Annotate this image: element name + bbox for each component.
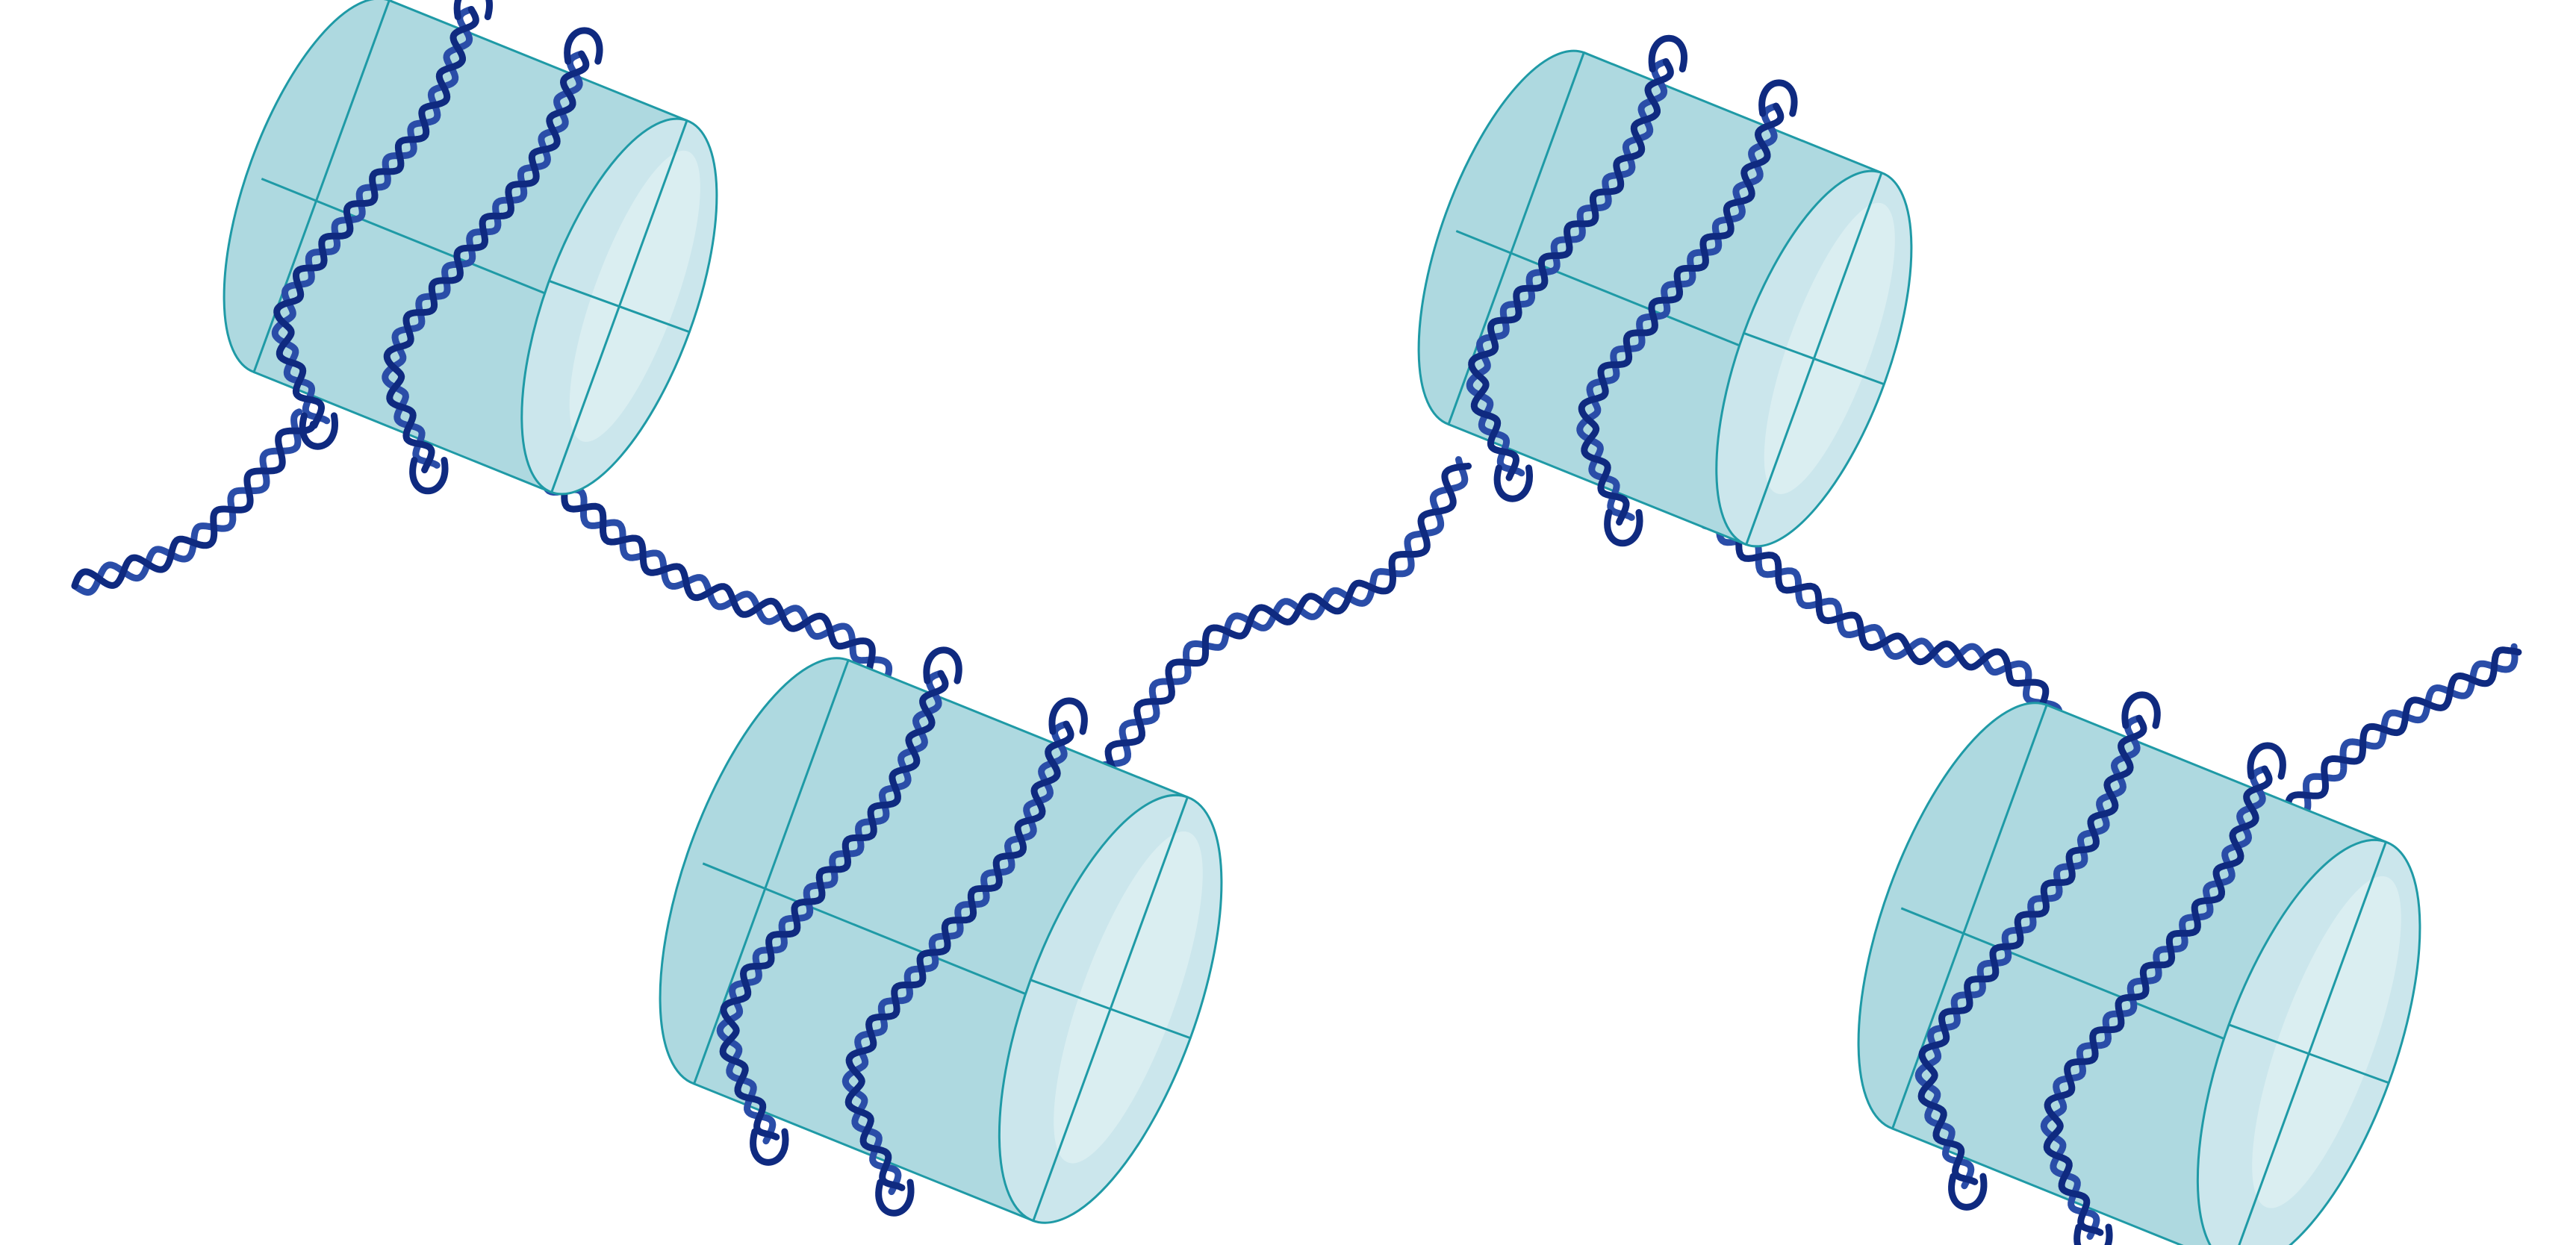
linker-dna-strand-2-wrap2b	[844, 720, 1074, 1191]
dna-top-loop	[1048, 697, 1088, 735]
linker-dna-strand-3-wrap1a	[1466, 58, 1670, 477]
linker-dna-strand-5b	[2250, 646, 2522, 855]
linker-dna-strand-2-wrap2a	[841, 720, 1070, 1196]
linker-dna-strand-1-wrap1b	[273, 6, 479, 429]
linker-dna-group	[71, 408, 2522, 855]
nucleosome-3	[1417, 34, 1913, 548]
linker-dna-strand-4-wrap2b	[2043, 765, 2273, 1236]
linker-dna-strand-1-wrap2b	[383, 50, 590, 474]
histone-face-highlight	[2252, 876, 2401, 1208]
histone-face-divider-horizontal	[1030, 979, 1191, 1040]
linker-dna-strand-4-wrap1a	[1914, 714, 2143, 1190]
linker-dna-strand-2-wrap1a	[716, 670, 945, 1145]
dna-bottom-loop	[1948, 1173, 1988, 1211]
linker-dna-strand-4-wrap2a	[2040, 765, 2268, 1241]
dna-top-loop	[2121, 691, 2161, 729]
dna-top-loop	[1648, 34, 1687, 73]
nucleosome-2	[659, 646, 1223, 1224]
histone-face-highlight	[1764, 202, 1895, 495]
linker-dna-strand-4-wrap1b	[1917, 714, 2147, 1185]
histone-division-line	[1900, 907, 2241, 1046]
linker-dna-strand-3-wrap1b	[1468, 58, 1674, 481]
dna-bottom-loop	[1604, 509, 1643, 547]
nucleosome-4	[1857, 691, 2421, 1245]
dna-top-loop	[2247, 742, 2286, 780]
nucleosome-1	[223, 0, 718, 496]
linker-dna-strand-3b	[1077, 462, 1472, 810]
linker-dna-strand-1b	[71, 420, 317, 590]
dna-top-loop	[453, 0, 493, 21]
dna-top-loop	[564, 27, 603, 65]
histone-face-highlight	[1054, 831, 1203, 1164]
histone-face-divider-horizontal	[548, 279, 690, 334]
dna-bottom-loop	[875, 1179, 915, 1217]
linker-dna-strand-1a	[71, 408, 303, 596]
dna-bottom-loop	[409, 457, 449, 495]
dna-bottom-loop	[299, 412, 338, 450]
dna-bottom-loop	[2073, 1223, 2113, 1245]
histone-face-highlight	[569, 150, 700, 443]
dna-bottom-loop	[750, 1128, 789, 1166]
histone-division-line	[261, 178, 560, 300]
linker-dna-strand-3-wrap2a	[1576, 102, 1780, 521]
histone-face-divider-horizontal	[1743, 331, 1885, 386]
linker-dna-strand-1-wrap2a	[382, 50, 585, 469]
linker-dna-strand-3a	[1079, 456, 1469, 810]
nucleosome-group	[223, 0, 2421, 1245]
linker-dna-strand-1-wrap1a	[271, 6, 475, 425]
linker-dna-strand-2-wrap1b	[719, 670, 949, 1141]
dna-bottom-loop	[1493, 464, 1533, 502]
dna-top-loop	[1758, 79, 1798, 117]
dna-top-loop	[923, 646, 962, 684]
histone-division-line	[1455, 230, 1755, 352]
histone-face-divider-horizontal	[2228, 1023, 2389, 1085]
linker-dna-strand-3-wrap2b	[1578, 102, 1785, 526]
histone-division-line	[702, 862, 1042, 1002]
